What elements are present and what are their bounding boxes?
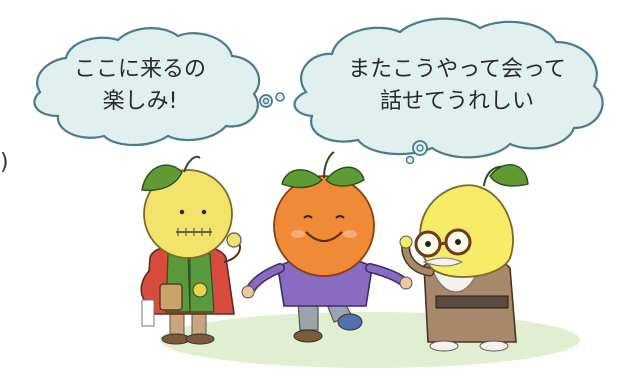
speech-bubble-left [33, 27, 285, 146]
orange-character [241, 151, 413, 343]
ground-shadow [160, 312, 580, 368]
lemon-character [399, 163, 529, 352]
speech-bubble-right [293, 17, 604, 165]
left-bubble-line-1: ここに来るの [73, 57, 206, 82]
edge-glyph: ) [0, 150, 9, 175]
left-bubble-line-2: 楽しみ! [102, 89, 178, 114]
right-bubble-line-1: またこうやって会って [348, 57, 566, 82]
right-bubble-line-2: 話せてうれしい [379, 89, 534, 114]
yuzu-character [140, 155, 242, 345]
